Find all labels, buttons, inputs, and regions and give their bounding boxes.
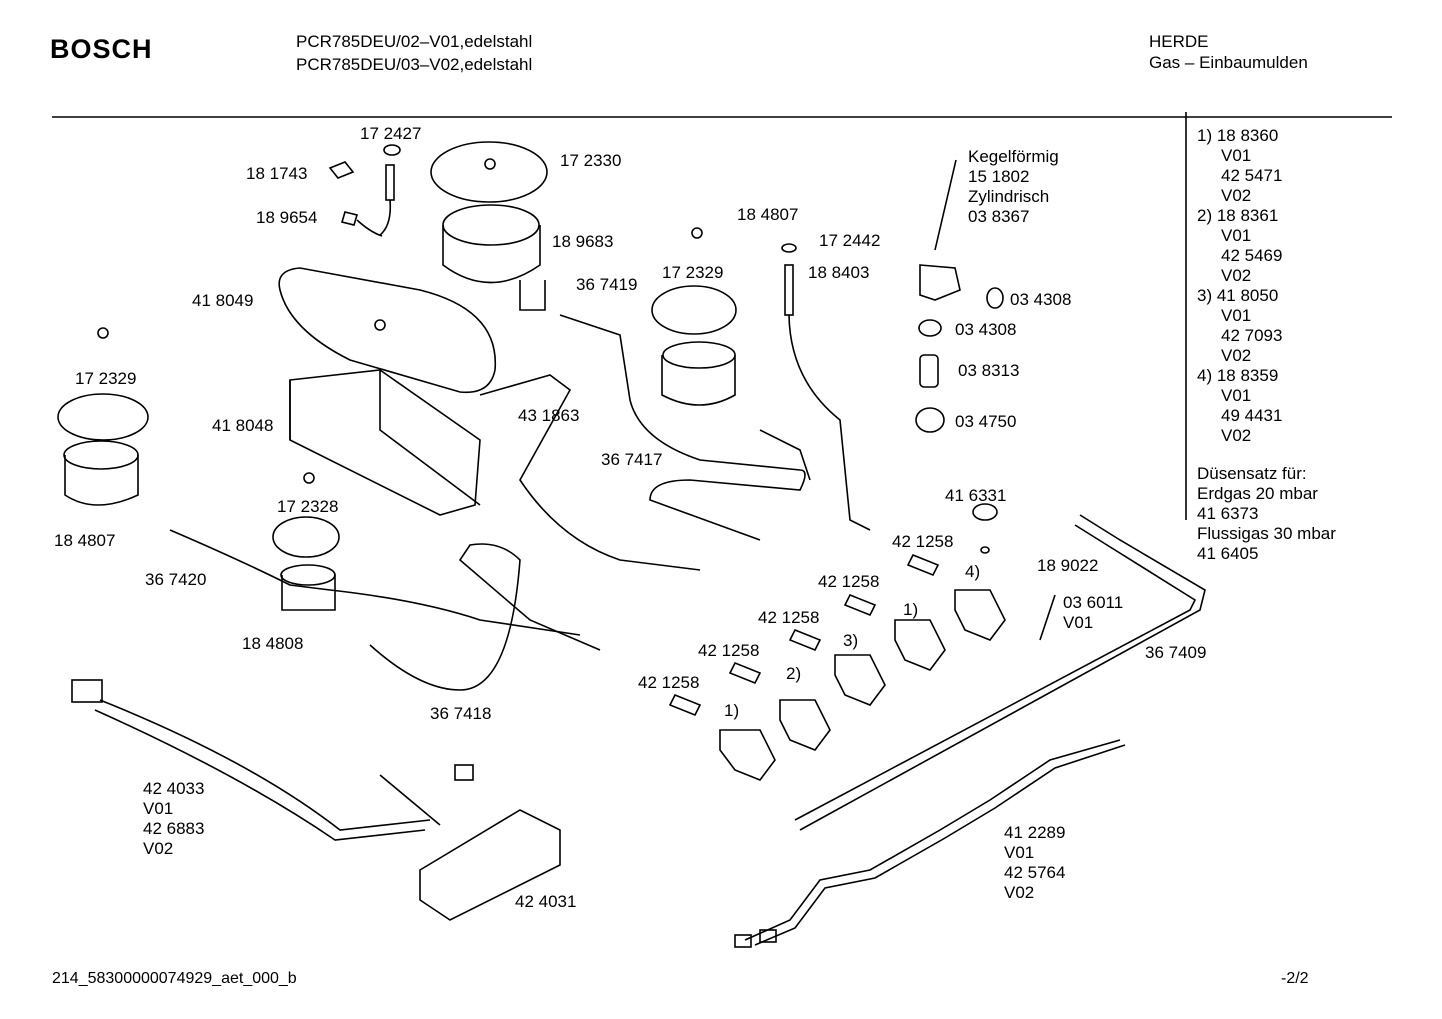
part-label: 36 7417: [601, 450, 663, 469]
part-label: 17 2329: [75, 369, 137, 388]
flame-plate: [651, 285, 737, 335]
wire-harness: [99, 699, 431, 831]
part-label: 03 4750: [955, 412, 1017, 431]
part-label: 18 4807: [737, 205, 799, 224]
washer-shape: [383, 144, 401, 156]
callout-marker: 4): [965, 562, 981, 581]
part-label: 42 4031: [515, 892, 577, 911]
part-label: 41 6331: [945, 486, 1007, 505]
model-line-1: PCR785DEU/02–V01,edelstahl: [296, 32, 533, 51]
flame-plate: [57, 393, 149, 441]
model-line-2: PCR785DEU/03–V02,edelstahl: [296, 55, 533, 74]
burner-housing: [64, 455, 139, 506]
callout-marker: 1): [903, 600, 919, 619]
variant-notes: 1) 18 8360 V01 42 5471 V02 2) 18 8361 V0…: [1197, 126, 1283, 445]
burner-housing: [661, 355, 736, 406]
category-line-2: Gas – Einbaumulden: [1149, 53, 1308, 72]
connector-block: [71, 679, 103, 703]
clip-shape: [328, 161, 355, 179]
part-label: 41 8048: [212, 416, 274, 435]
part-label: 17 2427: [360, 124, 422, 143]
elbow-fitting: [919, 264, 961, 301]
nozzle-set: [668, 553, 940, 717]
part-label: 36 7419: [576, 275, 638, 294]
part-label: 18 9683: [552, 232, 614, 251]
category-line-1: HERDE: [1149, 32, 1209, 51]
burner-housing: [281, 575, 336, 611]
trough-housing: [289, 369, 481, 516]
gas-pipe: [169, 529, 581, 636]
part-label: 18 4808: [242, 634, 304, 653]
flame-plate: [430, 141, 548, 203]
part-label: 18 1743: [246, 164, 308, 183]
callout-marker: 2): [786, 664, 802, 683]
gas-valve: [719, 589, 1006, 781]
ignition-wires: [744, 739, 1121, 941]
part-label: 17 2442: [819, 231, 881, 250]
part-label: 18 9022: [1037, 556, 1099, 575]
ignition-module: [419, 809, 561, 921]
part-label: 17 2329: [662, 263, 724, 282]
burner-housing: [442, 225, 541, 284]
gasket: [278, 267, 497, 394]
part-label: 42 1258: [758, 608, 820, 627]
part-label: 42 1258: [638, 673, 700, 692]
part-label: 36 7420: [145, 570, 207, 589]
page-number: -2/2: [1281, 970, 1309, 987]
part-label: 36 7409: [1145, 643, 1207, 662]
callout-marker: 1): [724, 701, 740, 720]
part-label: 42 1258: [698, 641, 760, 660]
part-label: 42 1258: [892, 532, 954, 551]
document-id: 214_58300000074929_aet_000_b: [52, 970, 297, 987]
part-label: 03 8313: [958, 361, 1020, 380]
part-label: 18 4807: [54, 531, 116, 550]
flame-plate: [272, 516, 340, 558]
brand-logo: BOSCH: [50, 34, 153, 64]
part-label: 17 2328: [277, 497, 339, 516]
part-label: 41 8049: [192, 291, 254, 310]
part-label: 42 1258: [818, 572, 880, 591]
part-label: 43 1863: [518, 406, 580, 425]
part-label: 36 7418: [430, 704, 492, 723]
callout-marker: 3): [843, 631, 859, 650]
part-label: 18 9654: [256, 208, 318, 227]
gas-pipe: [799, 514, 1206, 831]
part-label: 03 4308: [955, 320, 1017, 339]
thermocouple-tip: [385, 164, 395, 201]
part-label: 03 4308: [1010, 290, 1072, 309]
part-label: 18 8403: [808, 263, 870, 282]
part-label: 17 2330: [560, 151, 622, 170]
